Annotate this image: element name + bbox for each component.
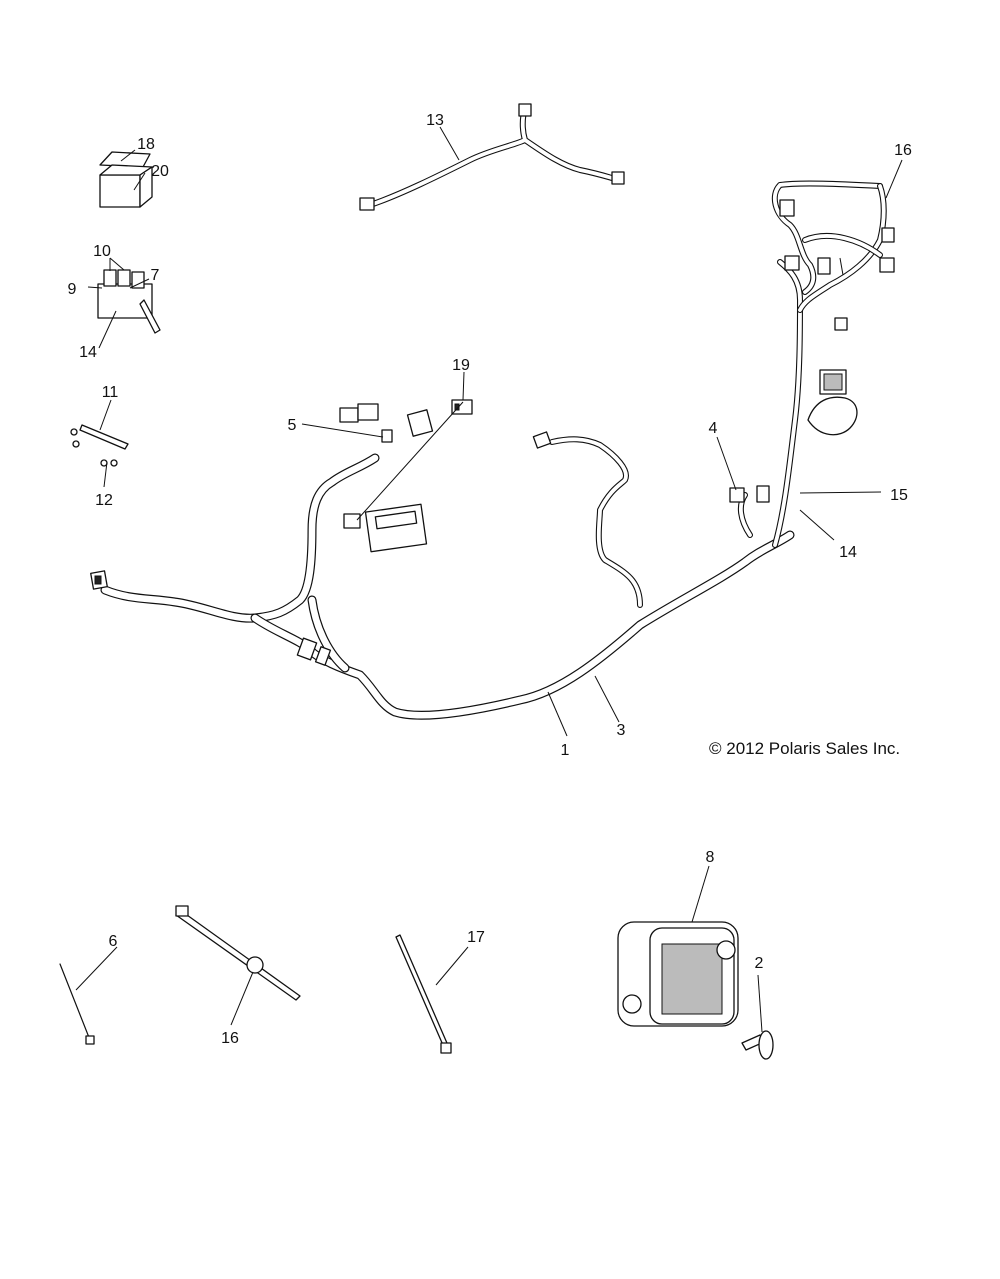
bracket-11 [70,424,129,467]
callout-15: 15 [890,487,908,504]
tie-6 [59,963,95,1045]
callout-6: 6 [109,933,118,950]
callout-17: 17 [467,929,485,946]
callout-1: 1 [561,742,570,759]
screw-2 [741,1030,774,1060]
callout-13: 13 [426,112,444,129]
fuse-cover-20 [99,151,153,208]
tie-17 [395,934,452,1054]
callout-10: 10 [93,243,111,260]
callout-7: 7 [151,267,160,284]
callout-numbers: 1 2 3 4 5 6 7 8 9 10 11 12 13 14 14 15 1… [68,112,912,1047]
tie-16 [175,905,301,1001]
callout-3: 3 [617,722,626,739]
fuse-box [97,269,161,334]
leader-lines [75,126,903,1033]
callout-5: 5 [288,417,297,434]
upper-right-harness [771,180,895,436]
harness-13 [359,103,625,211]
callout-19: 19 [452,357,470,374]
callout-2: 2 [755,955,764,972]
callout-12: 12 [95,492,113,509]
main-wire-harness [90,259,803,720]
callout-20: 20 [151,163,169,180]
callout-16-tie: 16 [221,1030,239,1047]
callout-4: 4 [709,420,718,437]
callout-14-harness: 14 [839,544,857,561]
connector-19 [451,399,473,415]
callout-11: 11 [102,384,119,401]
regulator-8 [617,921,739,1027]
copyright-notice: © 2012 Polaris Sales Inc. [709,739,901,758]
callout-8: 8 [706,849,715,866]
callout-16-harness: 16 [894,142,912,159]
callout-18: 18 [137,136,155,153]
callout-9: 9 [68,281,77,298]
callout-14-fusebox: 14 [79,344,97,361]
